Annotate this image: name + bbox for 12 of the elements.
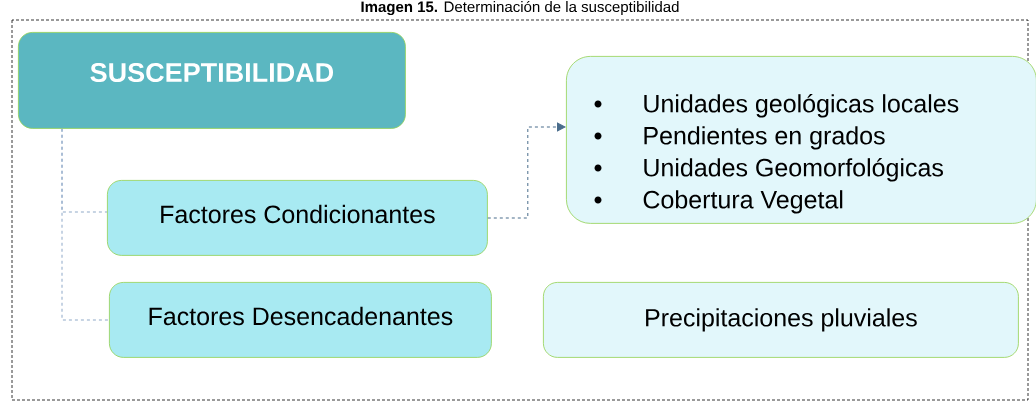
list-item: Cobertura Vegetal bbox=[643, 190, 843, 214]
list-item: Unidades geológicas locales bbox=[644, 93, 959, 118]
connector bbox=[487, 122, 566, 219]
list-box bbox=[566, 56, 1036, 224]
title: Imagen 15. Determinación de la susceptibilidad bbox=[361, 0, 679, 16]
connector bbox=[61, 128, 110, 321]
factor-box: Factores Desencadenantes bbox=[109, 282, 492, 358]
list-item: Pendientes en grados bbox=[644, 126, 885, 150]
factor-box: Precipitaciones pluviales bbox=[543, 282, 1019, 358]
title-box: SUSCEPTIBILIDAD bbox=[18, 32, 406, 129]
factor-box: Factores Condicionantes bbox=[107, 180, 488, 256]
list-item: Unidades Geomorfológicas bbox=[644, 157, 943, 182]
